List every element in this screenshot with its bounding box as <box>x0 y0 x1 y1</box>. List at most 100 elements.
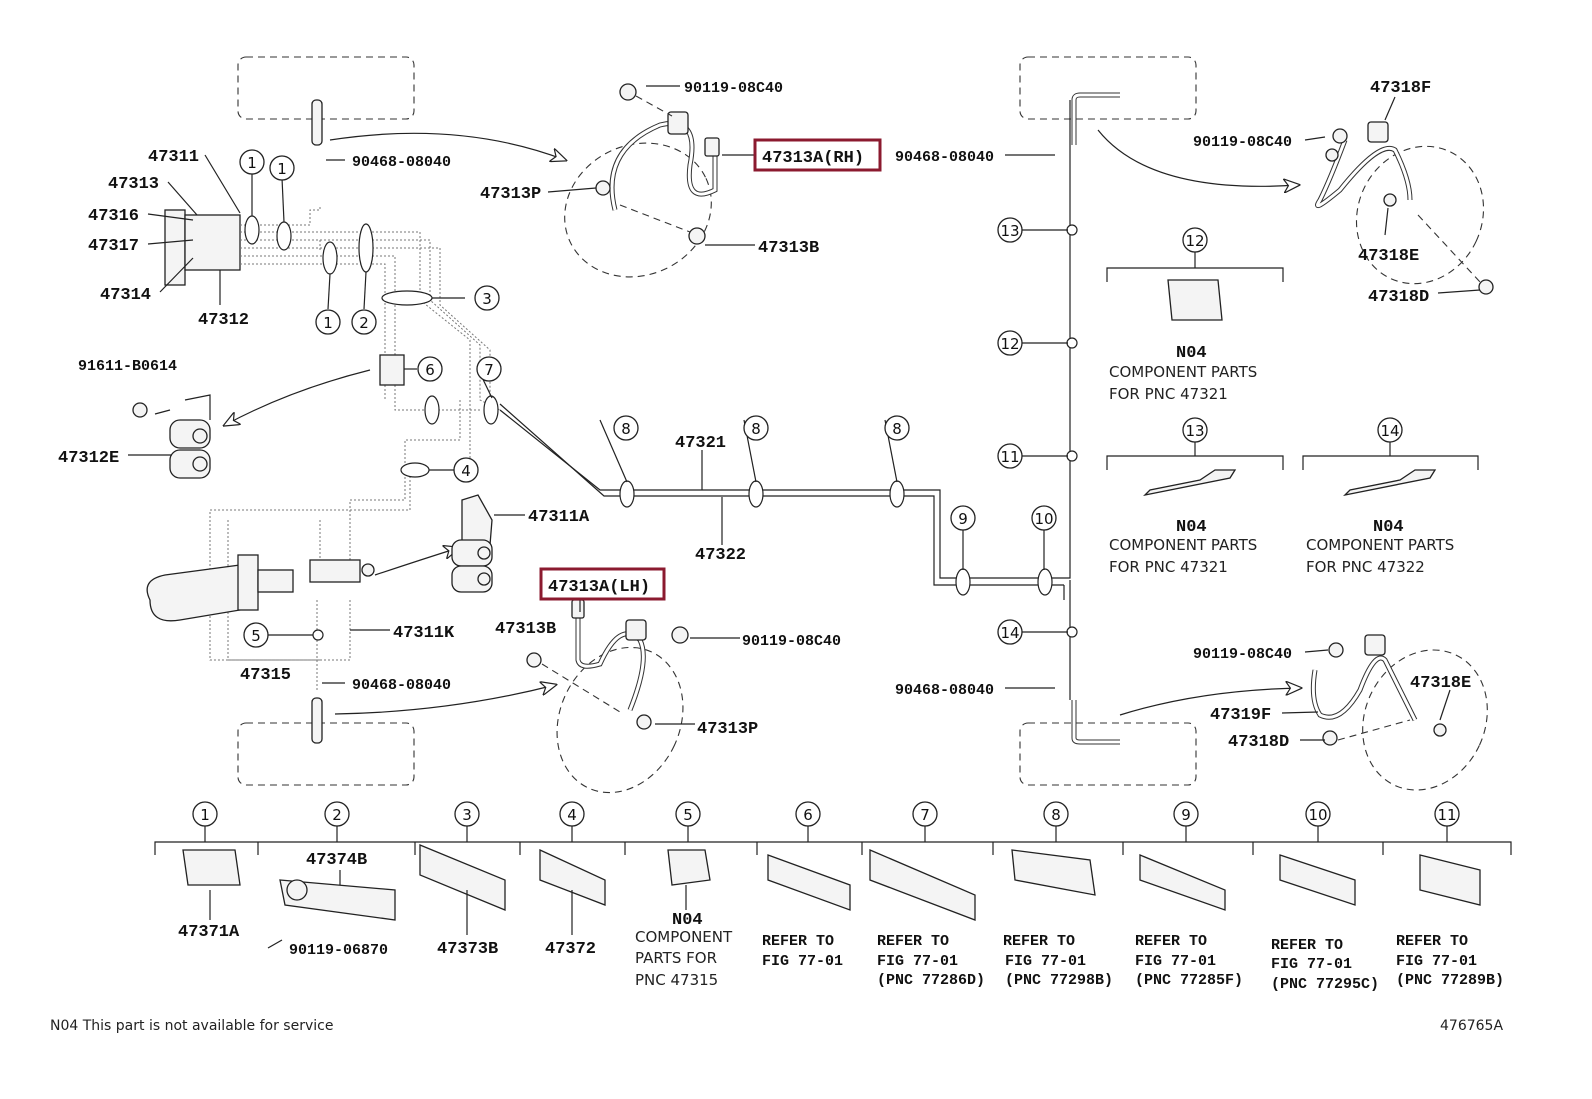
svg-text:4: 4 <box>461 462 471 480</box>
label-47311a[interactable]: 47311A <box>528 508 590 527</box>
svg-text:COMPONENT: COMPONENT <box>635 928 733 946</box>
label-47316[interactable]: 47316 <box>88 207 139 226</box>
label-47319f[interactable]: 47319F <box>1210 706 1271 725</box>
label-47311k[interactable]: 47311K <box>393 624 455 643</box>
label-47313b[interactable]: 47313B <box>495 620 556 639</box>
bolt-icon <box>1332 128 1348 144</box>
svg-text:FIG 77-01: FIG 77-01 <box>762 953 843 970</box>
svg-text:14: 14 <box>1000 624 1019 642</box>
circle-callout: 2 <box>351 309 377 335</box>
svg-text:FIG 77-01: FIG 77-01 <box>1396 953 1477 970</box>
label-47318e[interactable]: 47318E <box>1410 674 1471 693</box>
circle-callout: 12 <box>997 330 1023 356</box>
master-cylinder-block <box>184 214 241 271</box>
label-47318d[interactable]: 47318D <box>1368 288 1429 307</box>
label-47313a-rh[interactable]: 47313A(RH) <box>762 149 864 168</box>
svg-text:FIG 77-01: FIG 77-01 <box>1135 953 1216 970</box>
circle-callout: 11 <box>1434 801 1460 827</box>
label-47318f[interactable]: 47318F <box>1370 79 1431 98</box>
label-47374b[interactable]: 47374B <box>306 851 367 870</box>
pipe-bundle-left <box>209 205 501 690</box>
svg-text:FOR PNC 47321: FOR PNC 47321 <box>1109 385 1228 403</box>
highlight-47313a-lh <box>539 567 666 601</box>
svg-text:14: 14 <box>1380 422 1399 440</box>
label-90119-08c40[interactable]: 90119-08C40 <box>1193 646 1292 663</box>
bolt-icon <box>688 227 706 245</box>
svg-text:2: 2 <box>359 314 369 332</box>
label-47313p[interactable]: 47313P <box>480 185 541 204</box>
footer-note: N04 This part is not available for servi… <box>50 1018 333 1034</box>
svg-text:10: 10 <box>1034 510 1053 528</box>
label-47373b[interactable]: 47373B <box>437 940 498 959</box>
label-47313b[interactable]: 47313B <box>758 239 819 258</box>
svg-text:3: 3 <box>482 290 492 308</box>
circle-callout: 4 <box>453 457 479 483</box>
label-90468-08040[interactable]: 90468-08040 <box>895 149 994 166</box>
label-47312[interactable]: 47312 <box>198 311 249 330</box>
svg-text:8: 8 <box>621 420 631 438</box>
main-brake-pipes <box>499 100 1071 700</box>
label-90119-08c40[interactable]: 90119-08C40 <box>684 80 783 97</box>
arrow-to-rh-hose <box>329 132 565 160</box>
label-47318d[interactable]: 47318D <box>1228 733 1289 752</box>
svg-text:10: 10 <box>1308 806 1327 824</box>
arrow-to-47319f <box>1119 688 1300 716</box>
brake-booster <box>146 564 241 622</box>
svg-text:13: 13 <box>1000 222 1019 240</box>
circle-callout: 2 <box>324 801 350 827</box>
label-90119-06870[interactable]: 90119-06870 <box>289 942 388 959</box>
svg-text:1: 1 <box>200 806 210 824</box>
circle-callout: 4 <box>559 801 585 827</box>
svg-text:FOR PNC 47322: FOR PNC 47322 <box>1306 558 1425 576</box>
refer-note-8: REFER TO FIG 77-01 (PNC 77298B) <box>1003 933 1113 989</box>
arrow-to-lh-hose <box>334 685 555 715</box>
label-47313p[interactable]: 47313P <box>697 720 758 739</box>
label-47314[interactable]: 47314 <box>100 286 151 305</box>
refer-note-7: REFER TO FIG 77-01 (PNC 77286D) <box>877 933 985 989</box>
label-47313[interactable]: 47313 <box>108 175 159 194</box>
svg-text:9: 9 <box>958 510 968 528</box>
bolt-icon <box>619 83 637 101</box>
circle-callout: 13 <box>1182 417 1208 443</box>
label-90468-08040[interactable]: 90468-08040 <box>895 682 994 699</box>
label-90468-08040[interactable]: 90468-08040 <box>352 154 451 171</box>
svg-text:4: 4 <box>567 806 577 824</box>
svg-text:COMPONENT PARTS: COMPONENT PARTS <box>1109 363 1257 381</box>
refer-note-9: REFER TO FIG 77-01 (PNC 77285F) <box>1135 933 1243 989</box>
circle-callout: 10 <box>1305 801 1331 827</box>
label-91611-b0614[interactable]: 91611-B0614 <box>78 358 177 375</box>
label-47372[interactable]: 47372 <box>545 940 596 959</box>
label-47313a-lh[interactable]: 47313A(LH) <box>548 578 650 597</box>
circle-callout: 12 <box>1182 227 1208 253</box>
label-47312e[interactable]: 47312E <box>58 449 119 468</box>
circle-callout: 1 <box>192 801 218 827</box>
circle-callout: 3 <box>454 801 480 827</box>
bolt-icon <box>526 652 542 668</box>
rh-hose-detail-ellipse <box>564 142 712 278</box>
label-90468-08040[interactable]: 90468-08040 <box>352 677 451 694</box>
label-47317[interactable]: 47317 <box>88 237 139 256</box>
svg-text:COMPONENT PARTS: COMPONENT PARTS <box>1306 536 1454 554</box>
label-90119-08c40[interactable]: 90119-08C40 <box>1193 134 1292 151</box>
refer-note-6: REFER TO FIG 77-01 <box>762 933 843 970</box>
note-component-5: N04 COMPONENT PARTS FOR PNC 47315 <box>635 911 733 989</box>
circle-callout: 14 <box>997 619 1023 645</box>
svg-text:(PNC 77285F): (PNC 77285F) <box>1135 972 1243 989</box>
arrow-to-47318f <box>1097 129 1298 186</box>
circle-callout: 13 <box>997 217 1023 243</box>
47318f-detail-ellipse <box>1355 145 1485 285</box>
svg-text:(PNC 77289B): (PNC 77289B) <box>1396 972 1504 989</box>
svg-text:(PNC 77295C): (PNC 77295C) <box>1271 976 1379 993</box>
svg-text:8: 8 <box>751 420 761 438</box>
label-47371a[interactable]: 47371A <box>178 923 240 942</box>
label-90119-08c40[interactable]: 90119-08C40 <box>742 633 841 650</box>
svg-text:REFER TO: REFER TO <box>1271 937 1343 954</box>
label-47311[interactable]: 47311 <box>148 148 199 167</box>
label-47318e[interactable]: 47318E <box>1358 247 1419 266</box>
label-47315[interactable]: 47315 <box>240 666 291 685</box>
label-47322[interactable]: 47322 <box>695 546 746 565</box>
label-47321[interactable]: 47321 <box>675 434 726 453</box>
svg-text:COMPONENT PARTS: COMPONENT PARTS <box>1109 536 1257 554</box>
